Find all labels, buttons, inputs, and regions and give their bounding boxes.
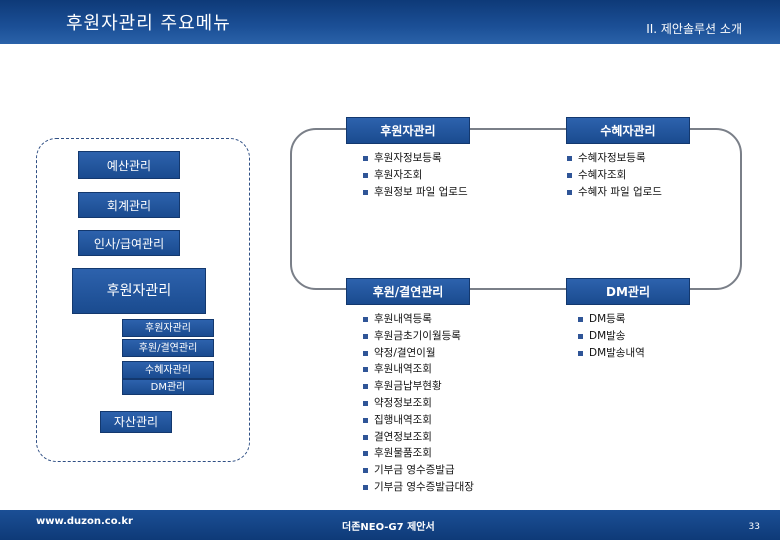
list-item[interactable]: 수혜자조회 xyxy=(567,167,662,184)
nav-accounting-button[interactable]: 회계관리 xyxy=(78,192,180,218)
beneficiary-menu-list: 수혜자정보등록 수혜자조회 수혜자 파일 업로드 xyxy=(567,150,662,200)
footer-doc-name: 더존NEO-G7 제안서 xyxy=(342,522,435,533)
list-item[interactable]: 후원자정보등록 xyxy=(363,150,468,167)
list-item[interactable]: DM발송 xyxy=(578,328,645,345)
nav-budget-button[interactable]: 예산관리 xyxy=(78,151,180,179)
panel-sponsorship-title: 후원/결연관리 xyxy=(346,278,470,305)
list-item[interactable]: 후원자조회 xyxy=(363,167,468,184)
panel-dm-title: DM관리 xyxy=(566,278,690,305)
sponsorship-menu-list: 후원내역등록 후원금초기이월등록 약정/결연이월 후원내역조회 후원금납부현황 … xyxy=(363,311,474,496)
footer-bar: www.duzon.co.kr 더존NEO-G7 제안서 33 xyxy=(0,510,780,540)
list-item[interactable]: 집행내역조회 xyxy=(363,412,474,429)
list-item[interactable]: 후원내역조회 xyxy=(363,361,474,378)
list-item[interactable]: DM등록 xyxy=(578,311,645,328)
list-item[interactable]: 후원물품조회 xyxy=(363,445,474,462)
footer-url: www.duzon.co.kr xyxy=(36,516,133,527)
nav-sub-beneficiary-button[interactable]: 수혜자관리 xyxy=(122,361,214,379)
nav-sub-donor-button[interactable]: 후원자관리 xyxy=(122,319,214,337)
nav-hr-button[interactable]: 인사/급여관리 xyxy=(78,230,180,256)
list-item[interactable]: 후원금납부현황 xyxy=(363,378,474,395)
panel-beneficiary-title: 수혜자관리 xyxy=(566,117,690,144)
section-label: II. 제안솔루션 소개 xyxy=(646,22,742,36)
list-item[interactable]: 후원내역등록 xyxy=(363,311,474,328)
nav-sub-sponsorship-button[interactable]: 후원/결연관리 xyxy=(122,339,214,357)
dm-menu-list: DM등록 DM발송 DM발송내역 xyxy=(578,311,645,361)
list-item[interactable]: 수혜자정보등록 xyxy=(567,150,662,167)
panel-donor-title: 후원자관리 xyxy=(346,117,470,144)
list-item[interactable]: 약정정보조회 xyxy=(363,395,474,412)
nav-sub-dm-button[interactable]: DM관리 xyxy=(122,379,214,395)
title-bar: 후원자관리 주요메뉴 II. 제안솔루션 소개 xyxy=(0,0,780,44)
flow-cycle-outline xyxy=(290,128,742,290)
list-item[interactable]: 후원금초기이월등록 xyxy=(363,328,474,345)
nav-asset-button[interactable]: 자산관리 xyxy=(100,411,172,433)
list-item[interactable]: 후원정보 파일 업로드 xyxy=(363,184,468,201)
list-item[interactable]: 수혜자 파일 업로드 xyxy=(567,184,662,201)
list-item[interactable]: 기부금 영수증발급 xyxy=(363,462,474,479)
list-item[interactable]: 기부금 영수증발급대장 xyxy=(363,479,474,496)
module-nav-box xyxy=(36,138,250,462)
list-item[interactable]: 결연정보조회 xyxy=(363,429,474,446)
page-number: 33 xyxy=(748,522,760,532)
page-title: 후원자관리 주요메뉴 xyxy=(66,13,231,34)
list-item[interactable]: 약정/결연이월 xyxy=(363,345,474,362)
donor-menu-list: 후원자정보등록 후원자조회 후원정보 파일 업로드 xyxy=(363,150,468,200)
nav-donor-button[interactable]: 후원자관리 xyxy=(72,268,206,314)
list-item[interactable]: DM발송내역 xyxy=(578,345,645,362)
